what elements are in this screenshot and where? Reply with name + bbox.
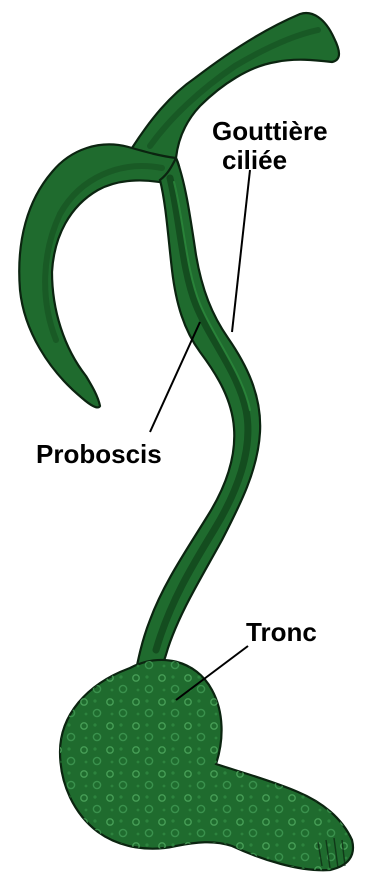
label-tronc: Tronc [246, 617, 317, 647]
gouttiere-leader-line [232, 170, 250, 332]
label-proboscis: Proboscis [36, 439, 162, 469]
label-gouttiere-line1: Gouttière [212, 116, 328, 146]
label-gouttiere-line2: ciliée [222, 145, 287, 175]
trunk-spots [60, 660, 353, 870]
proboscis-leader-line [150, 322, 200, 432]
collar-stalk [134, 158, 260, 680]
